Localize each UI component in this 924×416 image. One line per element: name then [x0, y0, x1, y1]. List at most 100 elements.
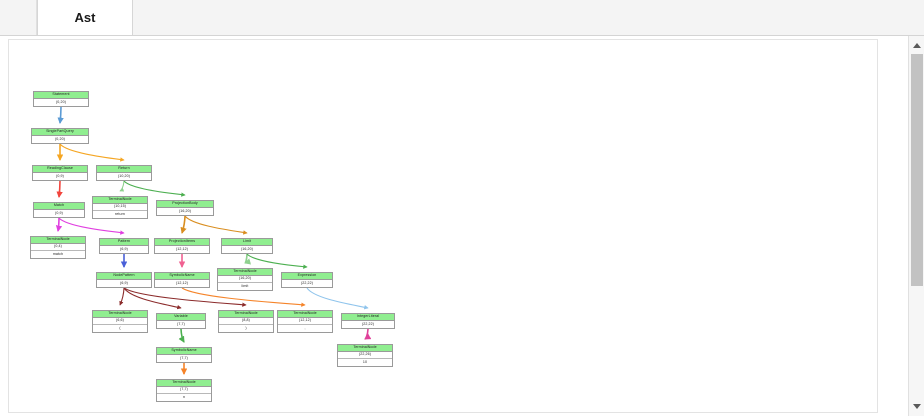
ast-node-coord: (8,8) — [219, 318, 273, 325]
ast-edge-layer — [55, 106, 372, 375]
ast-node-coord: (6,6) — [93, 318, 147, 325]
ast-node-label: TerminalNode — [31, 237, 85, 244]
ast-node-coord: (16,20) — [222, 246, 272, 253]
ast-node-match[interactable]: Match(0,9) — [33, 202, 85, 218]
ast-node-label: SymbolicName — [157, 348, 211, 355]
ast-edge-return-to-terminal_return — [119, 180, 125, 192]
ast-edge-singlepartquery-to-return — [59, 143, 125, 162]
ast-node-label: ProjectionBody — [157, 201, 213, 208]
ast-node-value: 10 — [338, 359, 392, 366]
ast-node-coord: (0,20) — [32, 136, 88, 143]
ast-node-label: SinglePartQuery — [32, 129, 88, 136]
ast-node-label: Match — [34, 203, 84, 210]
ast-edge-statement-to-singlepartquery — [57, 106, 64, 124]
ast-node-coord: (12,12) — [155, 246, 209, 253]
ast-node-projectionitems[interactable]: ProjectionItems(12,12) — [154, 238, 210, 254]
ast-edge-nodepattern-to-variable — [123, 287, 182, 310]
ast-node-symbolicname_b[interactable]: SymbolicName(7,7) — [156, 347, 212, 363]
ast-node-coord: (22,26) — [338, 352, 392, 359]
ast-node-expression[interactable]: Expression(22,22) — [281, 272, 333, 288]
ast-node-coord: (0,9) — [34, 210, 84, 217]
ast-node-terminal_ten[interactable]: TerminalNode(22,26)10 — [337, 344, 393, 367]
ast-node-readingclause[interactable]: ReadingClause(0,9) — [32, 165, 88, 181]
ast-edge-nodepattern-to-terminal_lparen — [119, 287, 125, 306]
ast-edge-limit-to-expression — [246, 253, 308, 269]
ast-node-value: limit — [218, 283, 272, 290]
ast-node-coord: (0,4) — [31, 244, 85, 251]
ast-node-coord: (12,12) — [278, 318, 332, 325]
ast-node-label: TerminalNode — [219, 311, 273, 318]
ast-node-terminal_limit[interactable]: TerminalNode(16,20)limit — [217, 268, 273, 291]
ast-node-value: , — [278, 325, 332, 332]
ast-node-coord: (10,15) — [93, 204, 147, 211]
ast-node-terminal_return[interactable]: TerminalNode(10,15)return — [92, 196, 148, 219]
scroll-down-arrow-icon[interactable] — [909, 399, 924, 414]
tab-bar-gutter — [0, 0, 37, 35]
ast-edge-projectionbody-to-limit — [184, 215, 248, 235]
ast-edge-return-to-projectionbody — [123, 180, 186, 197]
ast-node-return[interactable]: Return(10,20) — [96, 165, 152, 181]
ast-graph[interactable]: Statement(0,20)SinglePartQuery(0,20)Read… — [9, 40, 879, 414]
ast-node-terminal_n[interactable]: TerminalNode(7,7)n — [156, 379, 212, 402]
ast-node-coord: (16,20) — [218, 276, 272, 283]
ast-node-value: n — [157, 394, 211, 401]
ast-node-value: match — [31, 251, 85, 258]
ast-node-coord: (12,12) — [155, 280, 209, 287]
ast-node-label: TerminalNode — [93, 197, 147, 204]
ast-node-value: ( — [93, 325, 147, 332]
ast-node-label: Pattern — [100, 239, 148, 246]
ast-node-label: TerminalNode — [338, 345, 392, 352]
ast-node-terminal_match[interactable]: TerminalNode(0,4)match — [30, 236, 86, 259]
ast-node-label: TerminalNode — [157, 380, 211, 387]
ast-node-label: Statement — [34, 92, 88, 99]
ast-node-label: Return — [97, 166, 151, 173]
ast-node-pattern[interactable]: Pattern(6,9) — [99, 238, 149, 254]
ast-node-coord: (16,20) — [157, 208, 213, 215]
ast-node-coord: (10,20) — [97, 173, 151, 180]
ast-node-terminal_comma[interactable]: TerminalNode(12,12), — [277, 310, 333, 333]
tab-bar-empty-area — [133, 0, 924, 35]
ast-node-coord: (22,22) — [342, 321, 394, 328]
scroll-up-arrow-icon[interactable] — [909, 38, 924, 53]
ast-node-coord: (6,9) — [100, 246, 148, 253]
ast-node-integerliteral[interactable]: IntegerLiteral(22,22) — [341, 313, 395, 329]
ast-edge-variable-to-symbolicname_b — [178, 328, 185, 343]
ast-node-terminal_rparen[interactable]: TerminalNode(8,8)) — [218, 310, 274, 333]
ast-edge-integerliteral-to-terminal_ten — [364, 328, 372, 340]
ast-node-coord: (7,7) — [157, 355, 211, 362]
ast-node-coord: (22,22) — [282, 280, 332, 287]
ast-node-terminal_lparen[interactable]: TerminalNode(6,6)( — [92, 310, 148, 333]
graph-viewport[interactable]: Statement(0,20)SinglePartQuery(0,20)Read… — [0, 36, 924, 416]
ast-edge-limit-to-terminal_limit — [244, 253, 252, 265]
ast-node-value: ) — [219, 325, 273, 332]
ast-edge-readingclause-to-match — [56, 180, 63, 198]
graph-canvas-frame: Statement(0,20)SinglePartQuery(0,20)Read… — [8, 39, 878, 413]
ast-edge-symbolicname_a-to-terminal_comma — [181, 287, 306, 307]
ast-node-coord: (7,7) — [157, 387, 211, 394]
ast-edge-expression-to-integerliteral — [306, 287, 369, 310]
ast-node-coord: (7,7) — [157, 321, 205, 328]
ast-node-label: TerminalNode — [218, 269, 272, 276]
ast-edge-nodepattern-to-terminal_rparen — [123, 287, 247, 307]
ast-node-coord: (0,20) — [34, 99, 88, 106]
ast-edge-match-to-pattern — [58, 217, 125, 235]
scrollbar-thumb[interactable] — [911, 54, 923, 286]
ast-node-statement[interactable]: Statement(0,20) — [33, 91, 89, 107]
ast-node-variable[interactable]: Variable(7,7) — [156, 313, 206, 329]
ast-node-label: IntegerLiteral — [342, 314, 394, 321]
ast-node-singlepartquery[interactable]: SinglePartQuery(0,20) — [31, 128, 89, 144]
ast-node-label: TerminalNode — [278, 311, 332, 318]
ast-node-limit[interactable]: Limit(16,20) — [221, 238, 273, 254]
ast-node-nodepattern[interactable]: NodePattern(6,9) — [96, 272, 152, 288]
ast-node-label: Expression — [282, 273, 332, 280]
ast-node-projectionbody[interactable]: ProjectionBody(16,20) — [156, 200, 214, 216]
vertical-scrollbar[interactable] — [908, 36, 924, 416]
tab-ast[interactable]: Ast — [37, 0, 133, 35]
ast-node-label: NodePattern — [97, 273, 151, 280]
ast-node-label: SymbolicName — [155, 273, 209, 280]
tab-bar: Ast — [0, 0, 924, 36]
ast-node-label: Variable — [157, 314, 205, 321]
ast-node-symbolicname_a[interactable]: SymbolicName(12,12) — [154, 272, 210, 288]
ast-edge-projectionbody-to-projectionitems — [180, 215, 187, 234]
